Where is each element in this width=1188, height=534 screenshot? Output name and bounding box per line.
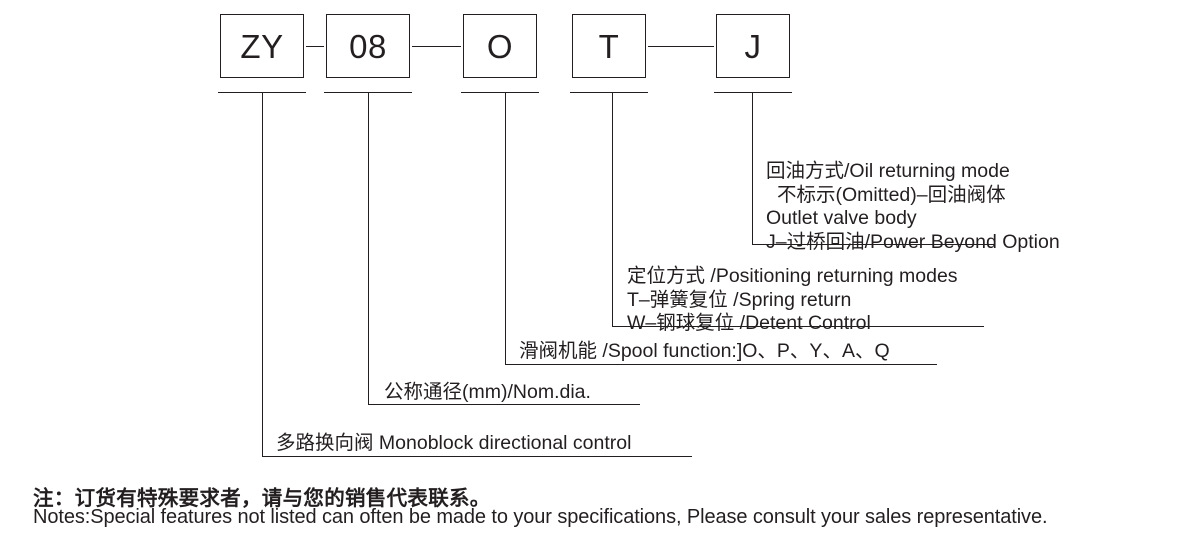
code-box-spool-function: O [463, 14, 537, 78]
connector-dash-3 [648, 46, 714, 47]
description-line: 滑阀机能 /Spool function:]O、P、Y、A、Q [519, 340, 890, 362]
description-line: 定位方式 /Positioning returning modes [627, 265, 958, 287]
description-line: J–过桥回油/Power Beyond Option [766, 230, 1060, 253]
description-line: Outlet valve body [766, 207, 917, 229]
leader-vertical-nominal-diameter [368, 92, 369, 404]
description-nominal-diameter: 公称通径(mm)/Nom.dia. [384, 381, 591, 405]
description-line: T–弹簧复位 /Spring return [627, 288, 852, 311]
code-box-series: ZY [220, 14, 304, 78]
description-line: 不标示(Omitted)–回油阀体 [777, 183, 1006, 206]
description-line: W–钢球复位 /Detent Control [627, 312, 871, 334]
code-box-positioning-mode: T [572, 14, 646, 78]
leader-vertical-positioning-mode [612, 92, 613, 326]
connector-dash-1 [306, 46, 324, 47]
leader-vertical-oil-return-mode [752, 92, 753, 244]
description-line: 多路换向阀 Monoblock directional control [276, 432, 632, 454]
description-spool-function: 滑阀机能 /Spool function:]O、P、Y、A、Q [519, 340, 890, 364]
description-oil-returning-mode: 回油方式/Oil returning mode 不标示(Omitted)–回油阀… [766, 160, 1060, 254]
leader-vertical-series [262, 92, 263, 456]
leader-vertical-spool-function [505, 92, 506, 364]
code-box-nominal-diameter: 08 [326, 14, 410, 78]
leader-bar-positioning-mode [570, 92, 648, 93]
description-line: 公称通径(mm)/Nom.dia. [384, 381, 591, 403]
leader-underline-positioning-mode [612, 326, 984, 327]
leader-bar-spool-function [461, 92, 539, 93]
note-chinese: 注：订货有特殊要求者，请与您的销售代表联系。 [33, 487, 491, 510]
description-monoblock-directional-control: 多路换向阀 Monoblock directional control [276, 432, 631, 456]
leader-underline-nominal-diameter [368, 404, 640, 405]
note-english: Notes:Special features not listed can of… [33, 506, 1048, 528]
leader-underline-spool-function [505, 364, 937, 365]
code-box-oil-return-mode: J [716, 14, 790, 78]
connector-dash-2 [412, 46, 461, 47]
leader-underline-monoblock [262, 456, 692, 457]
description-line: 回油方式/Oil returning mode [766, 160, 1010, 182]
leader-bar-oil-return-mode [714, 92, 792, 93]
leader-underline-oil-return-mode [752, 244, 994, 245]
description-positioning-returning-modes: 定位方式 /Positioning returning modes T–弹簧复位… [627, 265, 958, 336]
